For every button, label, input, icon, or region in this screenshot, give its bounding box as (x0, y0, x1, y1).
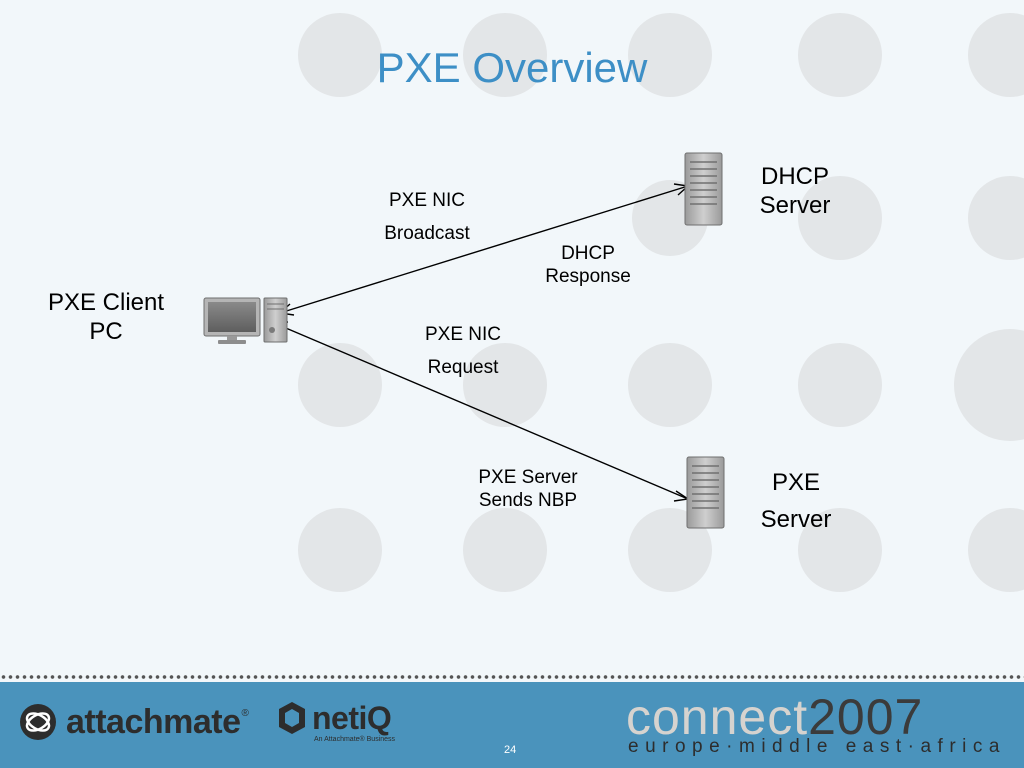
footer-dotted-divider (0, 674, 1024, 680)
pxe-server-icon (686, 456, 725, 529)
dhcp-response-label-line1: DHCP (561, 243, 615, 264)
nbp-label: PXE Server Sends NBP (458, 466, 598, 512)
footer-bar: attachmate ® netiQ An Attachmate® Busine… (0, 682, 1024, 768)
client-pc-icon (203, 297, 288, 344)
pxe-server-label-line1: PXE (771, 469, 821, 496)
request-label-line1: PXE NIC (424, 324, 502, 345)
attachmate-mark-icon (20, 704, 56, 740)
dhcp-server-label-line1: DHCP (760, 163, 829, 190)
client-label-line1: PXE Client (47, 289, 165, 316)
pxe-diagram (203, 152, 725, 529)
nbp-label-line2: Sends NBP (478, 490, 578, 511)
dhcp-server-label-line2: Server (759, 192, 831, 219)
attachmate-trademark: ® (241, 708, 249, 719)
slide-title: PXE Overview (376, 44, 648, 91)
netiq-wordmark: netiQ (312, 700, 392, 736)
dhcp-server-label: DHCP Server (745, 162, 845, 220)
client-label-line2: PC (89, 318, 123, 345)
attachmate-wordmark: attachmate (66, 702, 241, 741)
broadcast-label-line1: PXE NIC (388, 190, 466, 211)
netiq-tagline: An Attachmate® Business (314, 736, 396, 743)
nbp-label-line1: PXE Server (478, 467, 578, 488)
dhcp-response-label: DHCP Response (524, 242, 652, 288)
request-label: PXE NIC Request (398, 318, 528, 384)
client-label: PXE Client PC (36, 288, 176, 346)
dhcp-response-label-line2: Response (545, 266, 631, 287)
attachmate-logo: attachmate ® (18, 702, 249, 742)
broadcast-label-line2: Broadcast (384, 223, 470, 244)
netiq-logo: netiQ An Attachmate® Business (276, 700, 395, 743)
pxe-server-label-line2: Server (760, 506, 832, 533)
event-name: connect2007 (626, 688, 923, 746)
netiq-mark-icon (279, 702, 305, 734)
dhcp-server-icon (684, 152, 723, 226)
event-name-text: connect (626, 689, 809, 745)
page-number: 24 (504, 744, 517, 756)
event-year: 2007 (808, 689, 924, 745)
event-region: europe·middle east·africa (628, 736, 1006, 757)
request-label-line2: Request (427, 357, 499, 378)
pxe-server-label: PXE Server (746, 464, 846, 538)
broadcast-label: PXE NIC Broadcast (362, 184, 492, 250)
